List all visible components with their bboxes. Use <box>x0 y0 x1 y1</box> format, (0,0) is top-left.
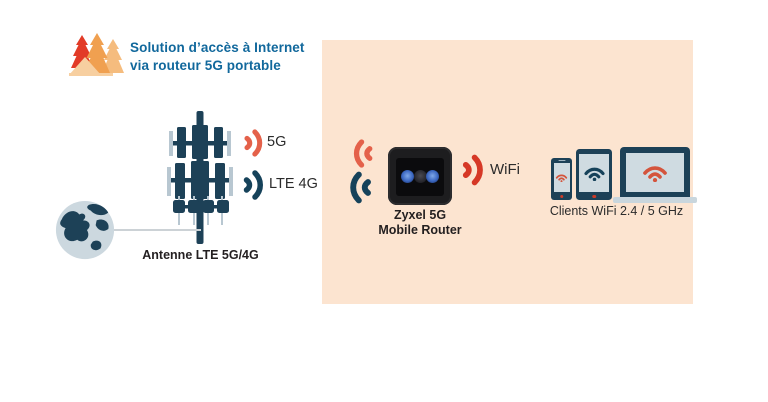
laptop-base <box>613 197 697 203</box>
router-receive-lte-icon <box>350 171 371 204</box>
phone-home-button <box>559 194 564 199</box>
mountain-trees-logo <box>69 33 124 76</box>
phone-speaker <box>558 159 565 162</box>
title-line1: Solution d’accès à Internet <box>130 40 305 55</box>
title-line2-bold: portable <box>226 58 281 73</box>
router-label: Zyxel 5G Mobile Router <box>358 208 482 238</box>
cell-tower-icon <box>167 111 233 244</box>
laptop-screen <box>626 152 684 192</box>
router-receive-5g-icon <box>353 139 373 168</box>
phone-screen <box>553 163 570 192</box>
tablet-screen <box>579 153 609 192</box>
router-screen-icon-center <box>413 170 427 183</box>
mobile-router-device <box>388 147 452 205</box>
tablet-wifi-icon <box>583 167 605 181</box>
globe-icon <box>55 200 115 260</box>
clients-label: Clients WiFi 2.4 / 5 GHz <box>549 204 684 218</box>
internet-link-line <box>113 229 201 231</box>
signal-5g-label: 5G <box>267 134 287 150</box>
signal-5g-icon <box>244 129 263 157</box>
tablet-home-button <box>592 194 596 199</box>
smartphone-icon <box>551 158 572 200</box>
router-screen-icon-right <box>426 170 439 183</box>
antenna-label: Antenne LTE 5G/4G <box>142 248 259 262</box>
tablet-icon <box>576 149 612 200</box>
wifi-signal-icon <box>462 154 483 186</box>
signal-lte-label: LTE 4G <box>269 176 318 192</box>
laptop-wifi-icon <box>643 165 667 182</box>
laptop-icon <box>620 147 690 197</box>
router-label-line1: Zyxel 5G <box>393 208 447 222</box>
router-screen <box>396 158 444 196</box>
wifi-label: WiFi <box>490 161 520 178</box>
router-label-line2: Mobile Router <box>378 223 462 237</box>
title-line2: via routeur 5G <box>130 58 227 73</box>
router-screen-icon-left <box>401 170 414 183</box>
signal-lte-icon <box>243 170 263 200</box>
phone-wifi-icon <box>555 174 568 182</box>
page-title: Solution d’accès à Internet via routeur … <box>130 39 305 75</box>
